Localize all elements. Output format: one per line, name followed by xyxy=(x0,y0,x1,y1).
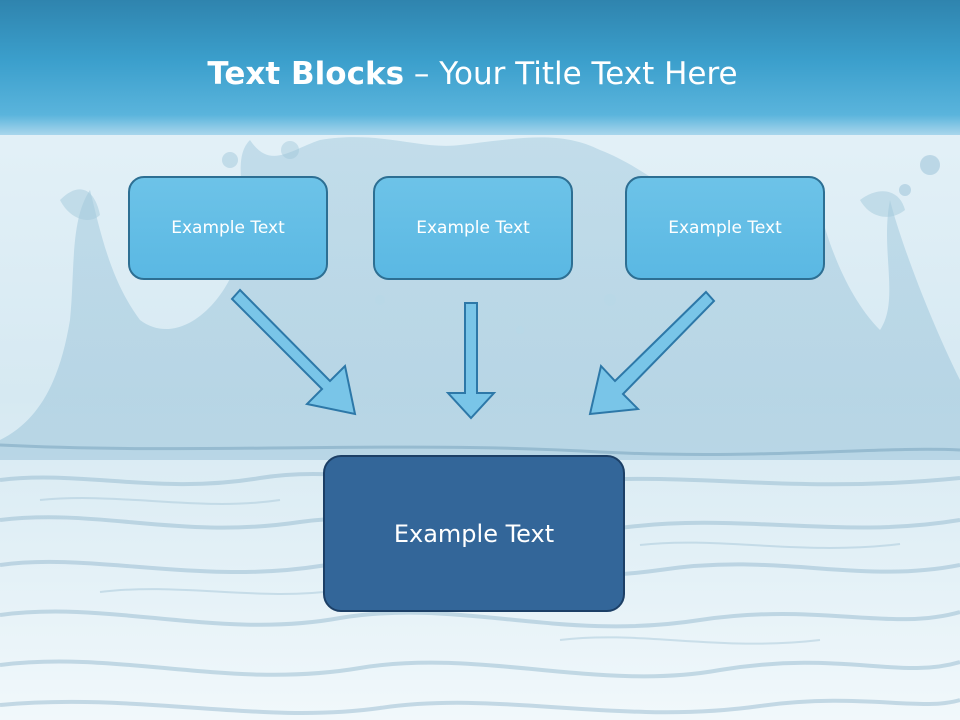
text-block-center: Example Text xyxy=(373,176,573,280)
text-block-center-label: Example Text xyxy=(416,218,530,238)
text-block-bottom-label: Example Text xyxy=(393,519,555,548)
header-band xyxy=(0,0,960,135)
title-rest-part: Your Title Text Here xyxy=(439,56,738,92)
text-block-right-label: Example Text xyxy=(668,218,782,238)
arrow-left-diagonal xyxy=(230,288,357,416)
arrow-right-diagonal xyxy=(588,290,716,416)
arrow-center-down xyxy=(445,302,497,420)
title-bold-part: Text Blocks xyxy=(207,56,405,92)
title-dash: – xyxy=(404,56,440,92)
slide-title: Text Blocks – Your Title Text Here xyxy=(0,52,945,96)
text-block-left-label: Example Text xyxy=(171,218,285,238)
text-block-right: Example Text xyxy=(625,176,825,280)
text-block-left: Example Text xyxy=(128,176,328,280)
text-block-bottom: Example Text xyxy=(323,455,625,612)
